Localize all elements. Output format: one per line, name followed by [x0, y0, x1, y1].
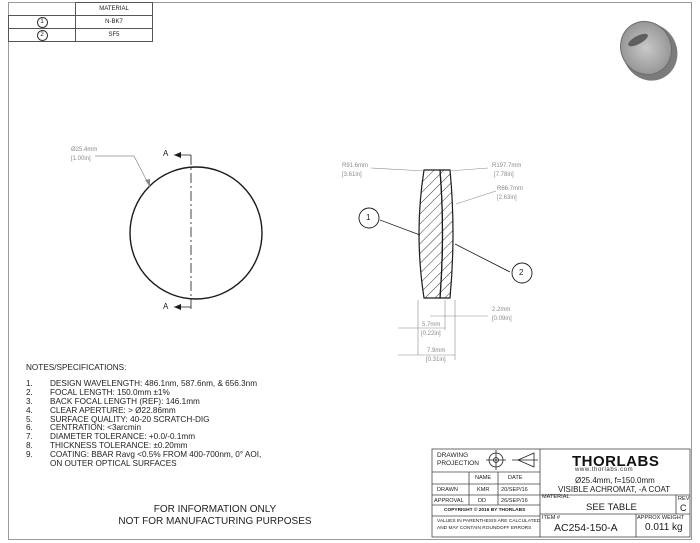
- item-label: ITEM #: [542, 515, 561, 521]
- table-row: 2 SF5: [8, 28, 153, 42]
- drawing-projection-label: DRAWING PROJECTION: [437, 452, 479, 467]
- edge-thickness-in: [0.09in]: [492, 316, 512, 322]
- disclaimer-line-1: FOR INFORMATION ONLY: [153, 504, 277, 515]
- projection-symbol: [486, 450, 538, 470]
- r1-label-in: [3.61in]: [342, 172, 362, 178]
- balloon-1-circle: [358, 207, 380, 229]
- r2-label-in: [7.78in]: [494, 172, 514, 178]
- disclaimer-line-2: NOT FOR MANUFACTURING PURPOSES: [118, 516, 312, 527]
- rev-value: C: [680, 503, 687, 513]
- lens-3d-thumbnail: [620, 20, 678, 81]
- section-label-top: A: [163, 149, 169, 158]
- approval-date: 26/SEP/16: [501, 498, 528, 504]
- material-cell: N-BK7: [75, 15, 153, 29]
- approx-weight-label: APPROX WEIGHT: [637, 515, 685, 521]
- balloon-2-small: 2: [36, 29, 48, 41]
- description-line-2: VISIBLE ACHROMAT, -A COAT: [558, 485, 671, 494]
- material-cell: SF5: [75, 28, 153, 42]
- item-number: AC254-150-A: [554, 522, 618, 534]
- t2-thickness-in: [0.31in]: [426, 357, 446, 363]
- approval-label: APPROVAL: [434, 498, 464, 504]
- drawn-label: DRAWN: [437, 487, 458, 493]
- note-item: 3.BACK FOCAL LENGTH (REF): 146.1mm: [26, 396, 200, 406]
- note-item: 8.THICKNESS TOLERANCE: ±0.20mm: [26, 441, 188, 451]
- table-row: 1 N-BK7: [8, 15, 153, 29]
- thorlabs-url: www.thorlabs.com: [575, 467, 634, 473]
- note-item: 2.FOCAL LENGTH: 150.0mm ±1%: [26, 387, 170, 397]
- material-label: MATERIAL: [542, 494, 570, 500]
- drawn-date: 20/SEP/16: [501, 487, 528, 493]
- name-header: NAME: [475, 475, 492, 481]
- note-continuation: ON OUTER OPTICAL SURFACES: [50, 459, 177, 469]
- date-header: DATE: [508, 475, 523, 481]
- drawn-name: KMR: [477, 487, 490, 493]
- note-item: 6.CENTRATION: <3arcmin: [26, 423, 142, 433]
- diameter-leader: [95, 155, 151, 188]
- r3-label-in: [2.63in]: [497, 195, 517, 201]
- notes-heading: NOTES/SPECIFICATIONS:: [26, 363, 127, 372]
- lens-cross-section: [418, 169, 454, 299]
- note-item: 9.COATING: BBAR Ravg <0.5% FROM 400-700n…: [26, 450, 262, 460]
- note-item: 1.DESIGN WAVELENGTH: 486.1nm, 587.6nm, &…: [26, 378, 258, 388]
- r2-label-mm: R197.7mm: [492, 163, 522, 169]
- balloon-1-small: 1: [36, 16, 48, 28]
- note-item: 5.SURFACE QUALITY: 40-20 SCRATCH-DIG: [26, 414, 210, 424]
- balloon-2-circle: [511, 262, 533, 284]
- t2-thickness-mm: 7.9mm: [427, 348, 446, 354]
- r1-label-mm: R91.6mm: [342, 163, 369, 169]
- values-note-1: VALUES IN PARENTHESIS ARE CALCULATED: [437, 519, 541, 524]
- notes-specifications: NOTES/SPECIFICATIONS: 1.DESIGN WAVELENGT…: [26, 363, 262, 469]
- drawing-sheet: [8, 2, 692, 540]
- edge-thickness-mm: 2.2mm: [492, 307, 511, 313]
- t1-thickness-in: [0.22in]: [421, 331, 441, 337]
- balloon-2-label: 2: [519, 268, 524, 277]
- approx-weight-value: 0.011 kg: [645, 522, 683, 533]
- material-table-header: MATERIAL: [75, 2, 153, 16]
- copyright: COPYRIGHT © 2016 BY THORLABS: [444, 508, 526, 513]
- material-table: MATERIAL 1 N-BK7 2 SF5: [8, 2, 153, 42]
- material-value: SEE TABLE: [586, 502, 637, 513]
- values-note-2: AND MAY CONTAIN ROUNDOFF ERRORS: [437, 526, 532, 531]
- note-item: 4.CLEAR APERTURE: > Ø22.86mm: [26, 405, 176, 415]
- thickness-dimensions: [398, 300, 488, 360]
- diameter-label-in: [1.00in]: [71, 156, 91, 162]
- note-item: 7.DIAMETER TOLERANCE: +0.0/-0.1mm: [26, 432, 196, 442]
- t1-thickness-mm: 5.7mm: [422, 322, 441, 328]
- front-view-outline: [129, 166, 263, 300]
- rev-label: REV: [678, 496, 690, 502]
- balloon-1-label: 1: [366, 213, 371, 222]
- thorlabs-logo: THORLABS: [572, 453, 660, 470]
- diameter-label-mm: Ø25.4mm: [71, 147, 98, 153]
- section-label-bottom: A: [163, 302, 169, 311]
- title-block-grid: [431, 448, 691, 538]
- r3-label-mm: R66.7mm: [497, 186, 524, 192]
- description-line-1: Ø25.4mm, f=150.0mm: [575, 476, 655, 485]
- approval-name: DD: [478, 498, 487, 504]
